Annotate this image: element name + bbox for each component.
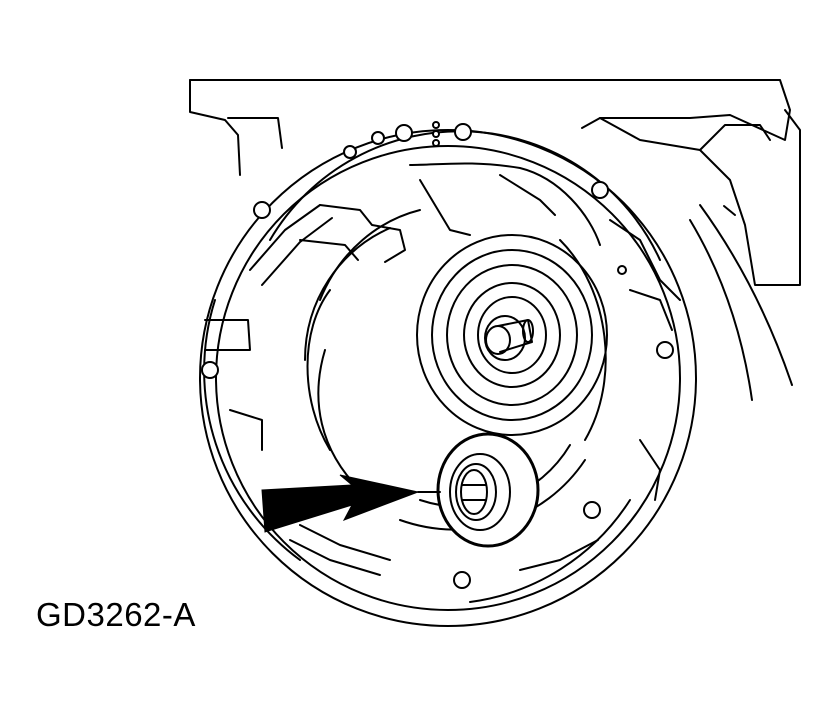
figure-code-label: GD3262-A [36,596,196,633]
transmission-case [189,79,801,401]
bolt-holes [201,121,674,589]
pump-seal [436,432,540,548]
indicator-arrow [261,474,441,533]
gasket-channels [204,204,681,576]
pump-gears [299,162,607,531]
center-shaft [416,234,608,436]
pump-body [199,129,697,627]
